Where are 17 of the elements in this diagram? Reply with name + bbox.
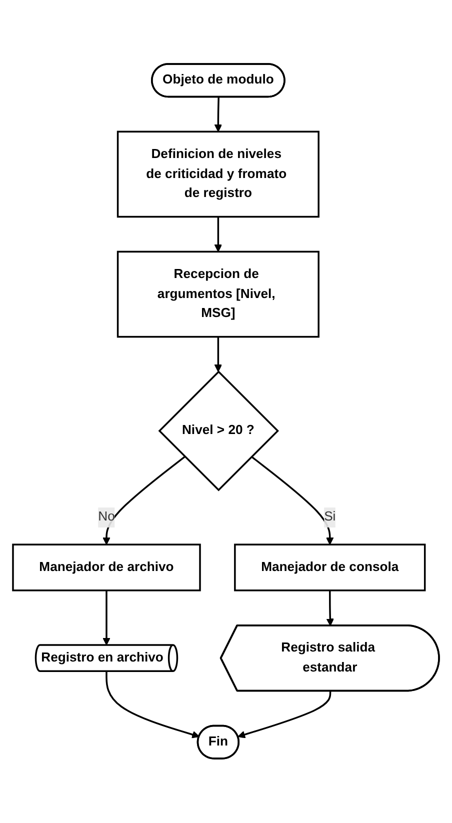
arrow — [106, 671, 200, 739]
node-box: Manejador de consola — [234, 544, 426, 592]
arrow — [326, 590, 334, 626]
arrow — [214, 217, 222, 252]
node-box: Definicion de niveles de criticidad y fromato de registro — [116, 131, 320, 218]
node-box: Recepcion de argumentos [Nivel, MSG] — [116, 251, 320, 338]
arrow — [102, 590, 110, 646]
arrow — [238, 691, 332, 739]
edge-label: Si — [324, 509, 336, 524]
arrow — [251, 456, 334, 546]
node-text: Registro en archivo — [41, 650, 164, 666]
node-diamond: Nivel > 20 ? — [158, 370, 279, 492]
node-box: Manejador de archivo — [12, 544, 201, 592]
arrow — [214, 337, 222, 372]
arrow — [214, 97, 222, 132]
arrow — [102, 456, 186, 546]
edge-label: No — [98, 509, 115, 524]
